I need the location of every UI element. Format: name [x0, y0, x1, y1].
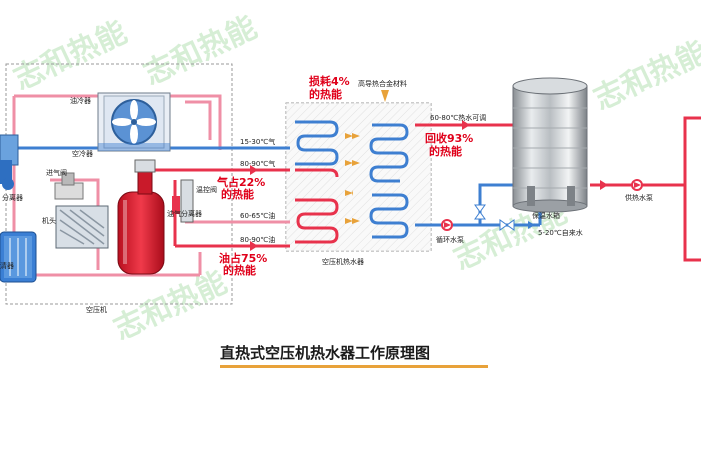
label-separator-left: 分离器	[2, 193, 23, 202]
callout-air-share-line1: 气占22%	[216, 175, 265, 189]
heat-arrows	[345, 133, 360, 224]
label-air-15-30: 15-30℃气	[240, 137, 275, 146]
callout-oil-share-line1: 油占75%	[219, 251, 267, 265]
temp-control-valve	[180, 179, 194, 223]
label-tank: 保温水箱	[532, 211, 560, 220]
label-supply-pump: 供热水泵	[625, 193, 653, 202]
callout-loss-line1: 损耗4%	[309, 74, 350, 88]
label-oil-80-90: 80-90℃油	[240, 235, 275, 244]
callouts: 损耗4% 的热能 回收93% 的热能 气占22% 的热能 油占75% 的热能	[216, 74, 473, 277]
pipe-supply	[590, 116, 701, 187]
flow-markers	[250, 120, 608, 251]
label-material: 高导热合金材料	[358, 79, 407, 88]
label-oil-60-65: 60-65℃油	[240, 211, 275, 220]
coil-water-lower	[369, 193, 409, 239]
label-compressor: 空压机	[86, 305, 107, 314]
label-tap-water: 5-20℃自来水	[538, 228, 583, 237]
coil-water-upper	[369, 123, 409, 183]
label-filter: 清器	[0, 261, 14, 270]
diagram-title: 直热式空压机热水器工作原理图	[220, 344, 430, 362]
label-oil-gas-separator: 油气分离器	[167, 209, 202, 218]
label-machine-head: 机头	[42, 216, 56, 225]
coil-air-left	[295, 120, 339, 166]
valve-icon[interactable]	[474, 204, 486, 220]
label-hot-water: 60-80℃热水可调	[430, 113, 486, 122]
pipe-top-loop	[14, 94, 222, 150]
component-labels: 油冷器 空冷器 分离器 进气阀 机头 清器 油气分离器 温控阀 空压机 空压机热…	[0, 79, 653, 314]
watermark-1: 志和热能	[9, 15, 133, 97]
watermark-2: 志和热能	[139, 10, 263, 92]
callout-recover-line1: 回收93%	[425, 131, 473, 145]
label-air-cooler: 空冷器	[72, 149, 93, 158]
label-circ-pump: 循环水泵	[436, 235, 464, 244]
callout-recover-line2: 的热能	[429, 144, 462, 158]
watermark-4: 志和热能	[109, 265, 233, 347]
title-underline	[220, 365, 488, 368]
material-arrow	[381, 90, 389, 102]
coil-oil-left	[295, 198, 339, 244]
watermark-3: 志和热能	[589, 35, 701, 117]
label-heater: 空压机热水器	[322, 257, 364, 266]
callout-air-share-line2: 的热能	[221, 187, 254, 201]
callout-oil-share-line2: 的热能	[223, 263, 256, 277]
label-oil-cooler: 油冷器	[70, 96, 91, 105]
label-temp-control-valve: 温控阀	[196, 185, 217, 194]
callout-loss-line2: 的热能	[309, 87, 342, 101]
label-air-80-90: 80-90℃气	[240, 159, 275, 168]
label-intake-valve: 进气阀	[46, 168, 67, 177]
